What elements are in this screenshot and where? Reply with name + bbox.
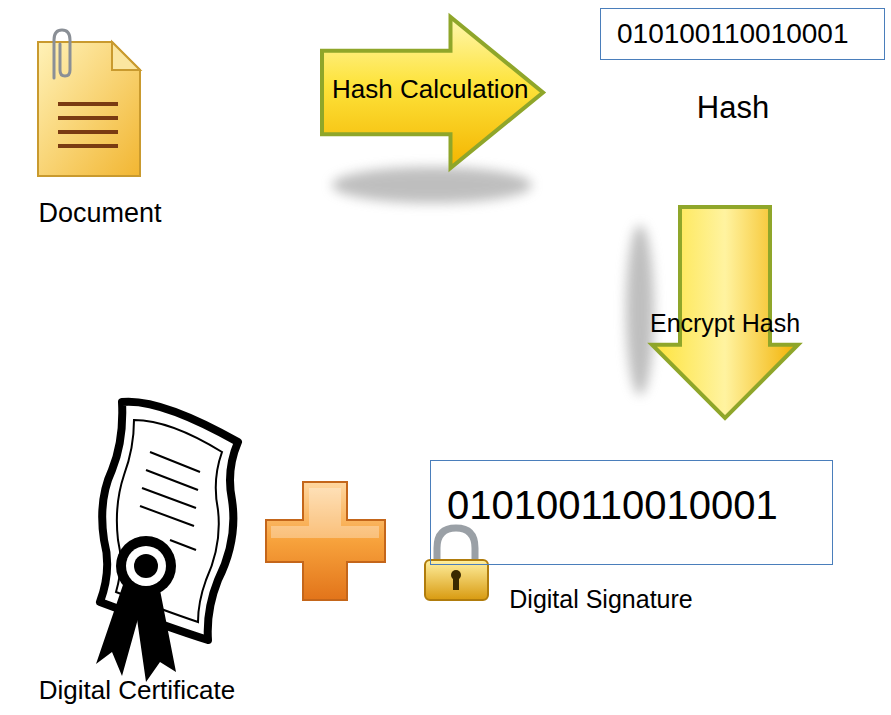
block-arrow: Hash Calculation bbox=[320, 15, 545, 170]
icon-label: Document bbox=[38, 198, 161, 229]
arrow-shadow bbox=[332, 167, 532, 203]
icon-label: Digital Certificate bbox=[39, 676, 236, 706]
hash-box: 010100110010001 bbox=[600, 8, 885, 60]
padlock-icon bbox=[425, 528, 488, 600]
block-arrow: Encrypt Hash bbox=[650, 205, 800, 420]
arrow-outline bbox=[322, 17, 543, 168]
arrow-label: Hash Calculation bbox=[332, 75, 529, 105]
signature-box: 010100110010001 bbox=[430, 460, 833, 565]
document-icon bbox=[38, 30, 140, 176]
arrow-shadow bbox=[626, 225, 654, 395]
plus-sign bbox=[266, 482, 385, 600]
icon-label: Digital Signature bbox=[509, 585, 692, 614]
hash-label: Hash bbox=[697, 90, 769, 126]
certificate-icon bbox=[96, 402, 238, 682]
plus-highlight bbox=[271, 488, 379, 538]
arrow-label: Encrypt Hash bbox=[650, 309, 800, 338]
hash-value: 010100110010001 bbox=[601, 18, 865, 50]
hash-value: 010100110010001 bbox=[431, 482, 794, 528]
